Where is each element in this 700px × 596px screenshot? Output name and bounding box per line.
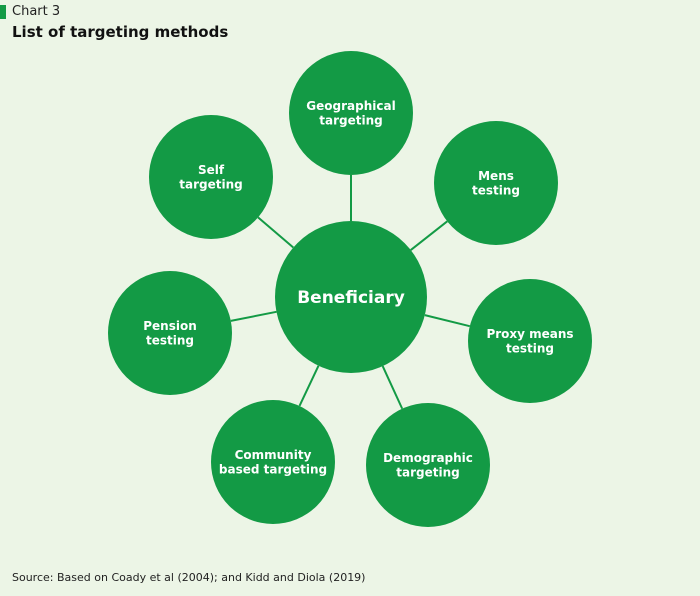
chart-title: List of targeting methods — [12, 23, 229, 41]
label-marker — [0, 5, 6, 19]
nodes: BeneficiaryGeographicaltargetingMenstest… — [108, 51, 592, 527]
chart-label: Chart 3 — [12, 4, 61, 19]
node-demographic-label-line-2: targeting — [396, 465, 459, 479]
node-self-label-line-1: Self — [198, 163, 225, 177]
node-mens-label-line-2: testing — [472, 183, 520, 197]
node-beneficiary-label-line-1: Beneficiary — [297, 288, 405, 308]
node-demographic-circle — [366, 403, 490, 527]
node-proxy-means-label-line-2: testing — [506, 341, 554, 355]
node-beneficiary-circle — [275, 221, 427, 373]
node-pension-circle — [108, 271, 232, 395]
node-mens-label-line-1: Mens — [478, 169, 514, 183]
node-self-label-line-2: targeting — [179, 177, 242, 191]
node-geographical-circle — [289, 51, 413, 175]
connector-proxy-means — [424, 314, 471, 328]
node-pension-label-line-2: testing — [146, 333, 194, 347]
connector-demographic — [381, 365, 404, 410]
connectors — [230, 175, 471, 410]
node-proxy-means-circle — [468, 279, 592, 403]
node-community-label-line-1: Community — [235, 448, 312, 462]
node-self-circle — [149, 115, 273, 239]
node-community-label-line-2: based targeting — [219, 462, 327, 476]
node-beneficiary: Beneficiary — [275, 221, 427, 373]
connector-mens — [410, 220, 448, 251]
connector-community — [298, 365, 320, 407]
connector-self — [257, 216, 294, 249]
node-pension-label-line-1: Pension — [143, 319, 197, 333]
source-note: Source: Based on Coady et al (2004); and… — [12, 571, 366, 584]
node-mens-circle — [434, 121, 558, 245]
connector-pension — [230, 310, 277, 322]
node-geographical-label-line-1: Geographical — [306, 99, 395, 113]
node-geographical-label-line-2: targeting — [319, 113, 382, 127]
node-proxy-means-label-line-1: Proxy means — [486, 327, 573, 341]
node-demographic-label-line-1: Demographic — [383, 451, 473, 465]
node-community-circle — [211, 400, 335, 524]
